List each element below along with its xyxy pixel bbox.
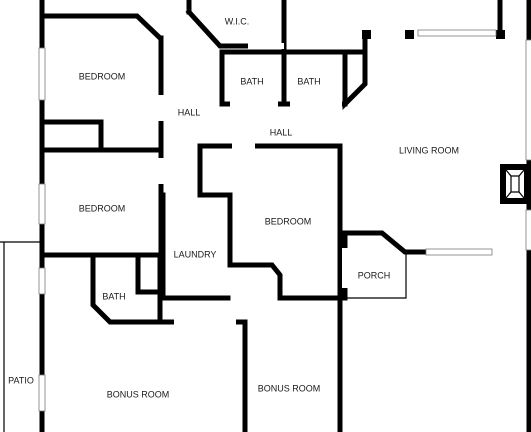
room-label-bath-2: BATH xyxy=(297,76,320,86)
room-label-bath-1: BATH xyxy=(240,76,263,86)
room-label-laundry: LAUNDRY xyxy=(174,249,217,259)
room-label-bedroom-2: BEDROOM xyxy=(79,203,126,213)
room-label-hall-upper: HALL xyxy=(178,107,201,117)
room-label-bath-3: BATH xyxy=(102,291,125,301)
room-label-hall-middle: HALL xyxy=(270,127,293,137)
room-label-bedroom-3: BEDROOM xyxy=(265,216,312,226)
room-label-porch: PORCH xyxy=(358,270,391,280)
room-label-patio: PATIO xyxy=(8,375,34,385)
room-labels: W.I.C. BEDROOM HALL BATH BATH HALL LIVIN… xyxy=(8,16,459,399)
openings xyxy=(38,29,531,412)
room-label-wic: W.I.C. xyxy=(225,16,250,26)
room-label-bedroom-1: BEDROOM xyxy=(79,71,126,81)
room-label-living-room: LIVING ROOM xyxy=(399,145,459,155)
room-label-bonus-room-2: BONUS ROOM xyxy=(258,383,321,393)
room-label-bonus-room-1: BONUS ROOM xyxy=(107,389,170,399)
